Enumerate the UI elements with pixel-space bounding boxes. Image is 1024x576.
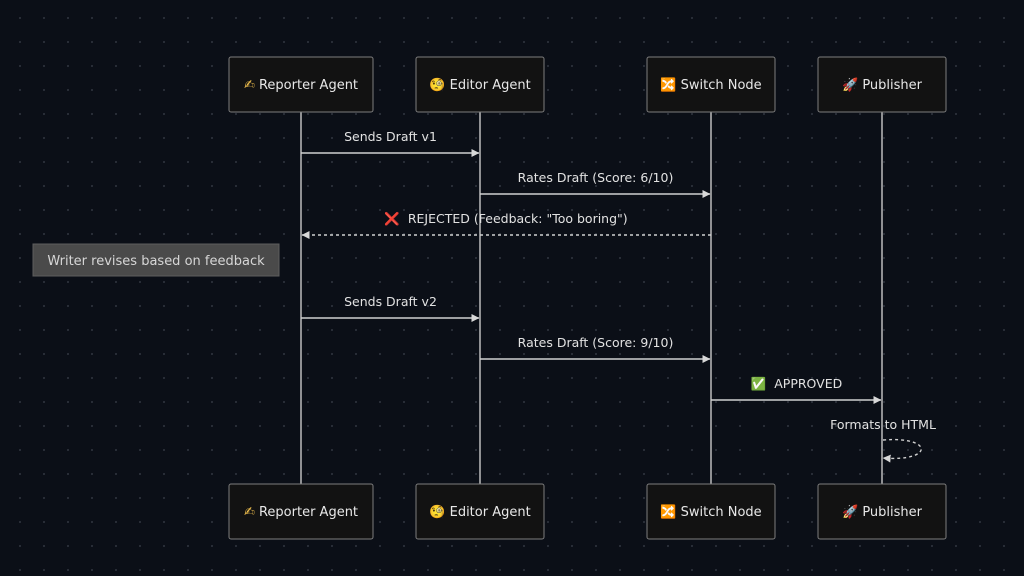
actor-name: Publisher — [862, 505, 922, 520]
messages: Sends Draft v1 Rates Draft (Score: 6/10) ❌… — [301, 129, 936, 463]
actor-name: Switch Node — [681, 505, 762, 520]
note-writer-revises: Writer revises based on feedback — [32, 243, 280, 277]
actor-box — [646, 56, 776, 113]
actor-editor-top[interactable]: 🧐 Editor Agent — [415, 56, 545, 113]
face-with-monocle-icon: 🧐 — [429, 504, 445, 520]
message-3: ❌ REJECTED (Feedback: "Too boring") — [301, 211, 711, 239]
message-5: Rates Draft (Score: 9/10) — [480, 335, 711, 363]
message-text: Sends Draft v1 — [344, 129, 437, 144]
actor-box — [415, 483, 545, 540]
actor-switch-top[interactable]: 🔀 Switch Node — [646, 56, 776, 113]
actor-publisher-top[interactable]: 🚀 Publisher — [817, 56, 947, 113]
rocket-icon: 🚀 — [842, 77, 858, 93]
message-text: APPROVED — [774, 376, 842, 391]
message-label: ✅ APPROVED — [751, 376, 843, 391]
actor-name: Reporter Agent — [259, 505, 358, 520]
actors: ✍ Reporter Agent✍ Reporter Agent🧐 Editor… — [228, 56, 947, 540]
message-label: Rates Draft (Score: 9/10) — [518, 335, 674, 350]
actor-publisher-bottom[interactable]: 🚀 Publisher — [817, 483, 947, 540]
actor-label: ✍ Reporter Agent — [244, 78, 358, 93]
message-label: Sends Draft v1 — [344, 129, 437, 144]
actor-box — [228, 483, 374, 540]
actor-name: Editor Agent — [450, 505, 531, 520]
actor-label: 🚀 Publisher — [842, 77, 923, 93]
message-7: Formats to HTML — [830, 417, 936, 463]
writing-hand-icon: ✍ — [244, 78, 255, 93]
actor-name: Publisher — [862, 78, 922, 93]
message-text: Rates Draft (Score: 9/10) — [518, 335, 674, 350]
actor-name: Reporter Agent — [259, 78, 358, 93]
lifelines — [300, 112, 883, 484]
message-text: REJECTED (Feedback: "Too boring") — [408, 211, 628, 226]
actor-label: 🔀 Switch Node — [660, 77, 761, 93]
message-text: Sends Draft v2 — [344, 294, 437, 309]
actor-box — [415, 56, 545, 113]
note-layer: Writer revises based on feedback — [32, 243, 280, 277]
message-1: Sends Draft v1 — [301, 129, 480, 157]
message-label: Sends Draft v2 — [344, 294, 437, 309]
actor-box — [817, 483, 947, 540]
check-mark-icon: ✅ — [751, 376, 767, 391]
message-2: Rates Draft (Score: 6/10) — [480, 170, 711, 198]
shuffle-icon: 🔀 — [660, 504, 676, 520]
actor-reporter-bottom[interactable]: ✍ Reporter Agent — [228, 483, 374, 540]
actor-box — [817, 56, 947, 113]
actor-reporter-top[interactable]: ✍ Reporter Agent — [228, 56, 374, 113]
message-label-gap — [400, 211, 408, 226]
actor-label: 🧐 Editor Agent — [429, 504, 530, 520]
note-box — [32, 243, 280, 277]
actor-name: Switch Node — [681, 78, 762, 93]
message-text: Formats to HTML — [830, 417, 936, 432]
rocket-icon: 🚀 — [842, 504, 858, 520]
message-label: Rates Draft (Score: 6/10) — [518, 170, 674, 185]
writing-hand-icon: ✍ — [244, 505, 255, 520]
message-4: Sends Draft v2 — [301, 294, 480, 322]
actor-box — [646, 483, 776, 540]
actor-switch-bottom[interactable]: 🔀 Switch Node — [646, 483, 776, 540]
message-label-gap — [766, 376, 774, 391]
message-label: ❌ REJECTED (Feedback: "Too boring") — [384, 211, 627, 227]
shuffle-icon: 🔀 — [660, 77, 676, 93]
self-message-arrow — [882, 438, 922, 463]
actor-label: 🧐 Editor Agent — [429, 77, 530, 93]
actor-label: ✍ Reporter Agent — [244, 505, 358, 520]
actor-label: 🚀 Publisher — [842, 504, 923, 520]
face-with-monocle-icon: 🧐 — [429, 77, 445, 93]
message-text: Rates Draft (Score: 6/10) — [518, 170, 674, 185]
actor-box — [228, 56, 374, 113]
note-label: Writer revises based on feedback — [47, 254, 265, 269]
actor-label: 🔀 Switch Node — [660, 504, 761, 520]
message-6: ✅ APPROVED — [711, 376, 882, 404]
message-label: Formats to HTML — [830, 417, 936, 432]
cross-mark-icon: ❌ — [384, 211, 400, 227]
actor-name: Editor Agent — [450, 78, 531, 93]
actor-editor-bottom[interactable]: 🧐 Editor Agent — [415, 483, 545, 540]
